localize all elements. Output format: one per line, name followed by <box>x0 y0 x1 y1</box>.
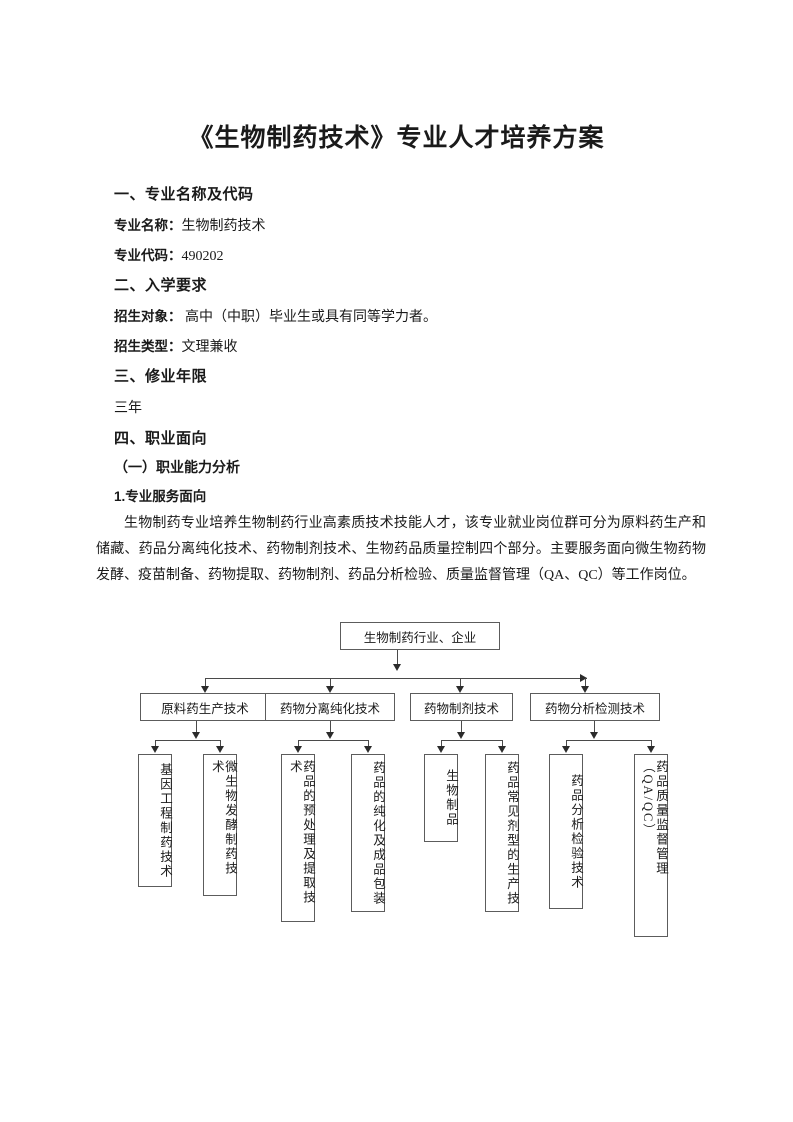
arrow-down-icon <box>294 746 302 753</box>
heading-section-3: 三、修业年限 <box>114 368 208 385</box>
connector-b1-stem <box>196 721 197 736</box>
connector-b3-drop-a <box>441 740 442 749</box>
connector-b2-drop-b <box>368 740 369 749</box>
diagram-leaf-7: 药品分析检验技术 <box>549 754 583 909</box>
heading-section-4-1-1: 1.专业服务面向 <box>114 489 207 504</box>
field-major-name: 专业名称：生物制药技术 <box>114 209 706 239</box>
connector-drop-1 <box>205 678 206 689</box>
diagram-node-level2-4: 药物分析检测技术 <box>530 693 660 721</box>
arrow-down-icon <box>393 664 401 671</box>
diagram-leaf-1: 基因工程制药技术 <box>138 754 172 887</box>
page-title: 《生物制药技术》专业人才培养方案 <box>188 125 605 152</box>
diagram-leaf-2: 微生物发酵制药技术 <box>203 754 237 896</box>
connector-b4-bar <box>566 740 651 741</box>
arrow-down-icon <box>590 732 598 739</box>
arrow-down-icon <box>201 686 209 693</box>
connector-b3-bar <box>441 740 502 741</box>
diagram-node-level2-2: 药物分离纯化技术 <box>265 693 395 721</box>
connector-b4-drop-a <box>566 740 567 749</box>
connector-b2-stem <box>330 721 331 736</box>
arrow-down-icon <box>562 746 570 753</box>
connector-b4-drop-b <box>651 740 652 749</box>
connector-b3-drop-b <box>502 740 503 749</box>
diagram-leaf-5: 生物制品 <box>424 754 458 842</box>
arrow-down-icon <box>498 746 506 753</box>
arrow-down-icon <box>326 686 334 693</box>
field-admission-type: 招生类型：文理兼收 <box>114 330 706 360</box>
diagram-leaf-3: 药品的预处理及提取技术 <box>281 754 315 922</box>
connector-b2-drop-a <box>298 740 299 749</box>
body-paragraph: 生物制药专业培养生物制药行业高素质技术技能人才，该专业就业岗位群可分为原料药生产… <box>96 516 706 583</box>
heading-section-4: 四、职业面向 <box>114 430 208 447</box>
field-admission-target-label: 招生对象： <box>114 309 182 324</box>
diagram-leaf-6: 药品常见剂型的生产技 <box>485 754 519 912</box>
connector-b2-bar <box>298 740 368 741</box>
field-major-name-label: 专业名称： <box>114 218 182 233</box>
connector-drop-3 <box>460 678 461 689</box>
connector-b1-bar <box>155 740 220 741</box>
arrow-down-icon <box>437 746 445 753</box>
arrow-down-icon <box>581 686 589 693</box>
arrow-down-icon <box>326 732 334 739</box>
arrow-down-icon <box>151 746 159 753</box>
diagram-leaf-4: 药品的纯化及成品包装 <box>351 754 385 912</box>
arrow-down-icon <box>457 732 465 739</box>
arrow-down-icon <box>364 746 372 753</box>
connector-drop-2 <box>330 678 331 689</box>
connector-drop-4 <box>585 678 586 689</box>
heading-section-2: 二、入学要求 <box>114 277 208 294</box>
heading-section-1: 一、专业名称及代码 <box>114 186 254 203</box>
heading-section-4-1: （一）职业能力分析 <box>114 459 240 475</box>
arrow-down-icon <box>456 686 464 693</box>
field-major-code: 专业代码：490202 <box>114 239 706 269</box>
field-admission-target-value: 高中（中职）毕业生或具有同等学力者。 <box>185 310 437 325</box>
career-capability-diagram: 生物制药行业、企业 原料药生产技术 药物分离纯化技术 药物制剂技术 药物分析检测… <box>0 612 793 962</box>
connector-b1-drop-a <box>155 740 156 749</box>
diagram-node-level2-1: 原料药生产技术 <box>140 693 270 721</box>
connector-b1-drop-b <box>220 740 221 749</box>
document-body: 一、专业名称及代码 专业名称：生物制药技术 专业代码：490202 二、入学要求… <box>96 178 706 589</box>
field-major-name-value: 生物制药技术 <box>181 219 266 234</box>
field-admission-type-value: 文理兼收 <box>181 340 238 355</box>
arrow-down-icon <box>647 746 655 753</box>
field-admission-type-label: 招生类型： <box>114 339 182 354</box>
field-major-code-label: 专业代码： <box>114 248 182 263</box>
diagram-node-level2-3: 药物制剂技术 <box>410 693 513 721</box>
diagram-node-root: 生物制药行业、企业 <box>340 622 500 650</box>
connector-b3-stem <box>461 721 462 736</box>
value-duration: 三年 <box>114 401 142 416</box>
arrow-down-icon <box>216 746 224 753</box>
field-major-code-value: 490202 <box>181 249 224 264</box>
diagram-leaf-8: 药品质量监督管理（QA/QC） <box>634 754 668 937</box>
arrow-right-icon <box>580 674 587 682</box>
connector-b4-stem <box>594 721 595 736</box>
field-admission-target: 招生对象： 高中（中职）毕业生或具有同等学力者。 <box>114 300 706 330</box>
connector-root-stem <box>397 650 398 667</box>
arrow-down-icon <box>192 732 200 739</box>
connector-bus <box>205 678 587 679</box>
